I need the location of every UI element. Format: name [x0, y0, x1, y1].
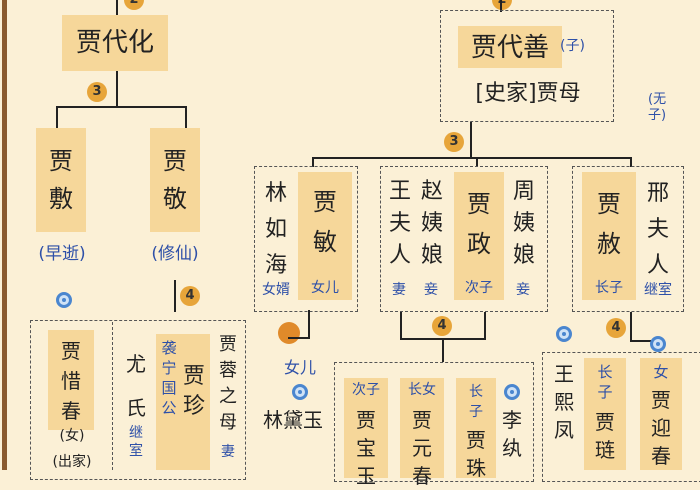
node-jia-fu: 贾敷	[36, 128, 86, 232]
node-label: 贾代化	[75, 28, 154, 58]
lin-daiyu-name: 林黛玉	[263, 408, 323, 432]
li-wan-name: 李纨	[502, 408, 522, 460]
left-border	[2, 0, 7, 470]
node-role: 次子	[465, 280, 493, 296]
rong-mother-role: 妻	[221, 444, 235, 460]
node-label: 贾赦	[597, 190, 621, 258]
concubine-name: 周姨娘	[512, 179, 535, 268]
generation-badge: 3	[87, 82, 107, 102]
generation-badge: 4	[180, 286, 200, 306]
concubine-name: 赵姨娘	[420, 179, 443, 268]
swirl-icon	[56, 292, 72, 308]
you-name: 尤氏	[126, 352, 146, 420]
node-note: (早逝)	[38, 244, 86, 264]
wife-role: 继室	[644, 282, 672, 298]
node-note: (子)	[560, 38, 585, 54]
node-role: 女儿	[311, 280, 339, 296]
wife-role: 妻	[392, 282, 406, 298]
node-note: (女)	[59, 428, 85, 444]
node-label: 贾代善	[470, 33, 549, 63]
rong-mother-name: 贾蓉之母	[219, 334, 237, 433]
node-note: (修仙)	[151, 244, 199, 264]
swirl-icon	[504, 384, 520, 400]
node-role: 女	[653, 363, 669, 381]
wang-xifeng-name: 王熙凤	[554, 362, 574, 442]
concubine-role: 妾	[516, 282, 530, 298]
node-jia-zhen: 袭宁国公 贾珍	[156, 334, 210, 470]
generation-badge: 3	[444, 132, 464, 152]
generation-badge: 2	[492, 0, 512, 10]
node-label: 贾元春	[412, 408, 432, 488]
node-role: 长子	[469, 384, 483, 420]
spouse-name: 林如海	[264, 181, 287, 278]
you-role: 继室	[129, 425, 143, 459]
node-label: 贾琏	[595, 410, 615, 462]
generation-badge: 4	[606, 318, 626, 338]
node-jia-lian: 长子 贾琏	[584, 358, 626, 470]
group-jia-she	[572, 166, 684, 312]
swirl-icon	[556, 326, 572, 342]
node-jia-baoyu: 次子 贾宝玉	[344, 378, 388, 488]
node-role: 长子	[595, 280, 623, 296]
node-jia-daihua: 贾代化	[62, 15, 168, 71]
node-label: 贾迎春	[651, 388, 671, 468]
group-jia-daishan	[440, 10, 614, 122]
concubine-role: 妾	[424, 282, 438, 298]
group-jia-zheng	[380, 166, 548, 312]
node-jia-yingchun: 女 贾迎春	[640, 358, 682, 470]
rong-guo-label: 袭宁国公	[161, 339, 177, 417]
node-jia-zhu: 长子 贾珠	[456, 378, 496, 480]
spouse-label: [史家]贾母	[475, 81, 581, 106]
swirl-icon	[650, 336, 666, 352]
no-son-note: (无子)	[648, 92, 667, 123]
node-label: 贾宝玉	[356, 408, 376, 488]
swirl-icon	[292, 384, 308, 400]
node-jia-xichun: 贾惜春	[48, 330, 94, 430]
node-jia-zheng: 贾政 次子	[454, 172, 504, 300]
node-role: 长子	[597, 363, 613, 401]
spouse-role: 女婿	[262, 282, 290, 298]
node-role: 长女	[408, 382, 436, 398]
wife-name: 邢夫人	[646, 181, 669, 278]
node-label: 贾敏	[313, 188, 337, 256]
node-label: 贾惜春	[61, 339, 81, 423]
node-jia-yuanchun: 长女 贾元春	[400, 378, 444, 488]
node-role: 次子	[352, 382, 380, 398]
group-jia-min	[254, 166, 358, 312]
node-note: (出家)	[52, 454, 92, 470]
daughter-dot	[278, 322, 300, 344]
node-label: 贾珍	[182, 364, 205, 419]
node-label: 贾敬	[163, 147, 187, 213]
node-jia-min: 贾敏 女儿	[298, 172, 352, 300]
node-label: 贾珠	[466, 428, 486, 480]
node-label: 贾敷	[49, 147, 73, 213]
node-label: 贾政	[467, 190, 491, 258]
generation-badge: 4	[432, 316, 452, 336]
node-jia-daishan: 贾代善	[458, 26, 562, 68]
node-jia-jing: 贾敬	[150, 128, 200, 232]
wife-name: 王夫人	[388, 179, 411, 268]
node-jia-she: 贾赦 长子	[582, 172, 636, 300]
daughter-label: 女儿	[283, 358, 316, 377]
generation-badge: 2	[124, 0, 144, 10]
